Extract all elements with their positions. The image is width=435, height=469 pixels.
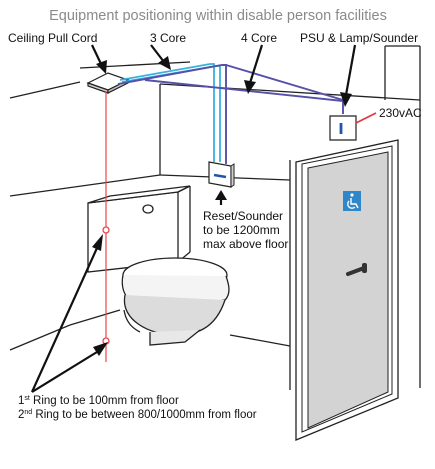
label-voltage: 230vAC xyxy=(379,106,422,120)
label-ring-1: 1st Ring to be 100mm from floor xyxy=(18,395,179,407)
four-core-cable xyxy=(117,64,344,164)
label-three-core: 3 Core xyxy=(150,31,186,45)
reset-sounder-unit xyxy=(208,161,235,188)
label-ceiling-pull-cord: Ceiling Pull Cord xyxy=(8,31,97,45)
ceiling-pull-cord-unit xyxy=(86,72,130,94)
label-reset-sounder: Reset/Sounder to be 1200mm max above flo… xyxy=(203,209,288,251)
diagram-title: Equipment positioning within disable per… xyxy=(49,8,387,24)
pointer-arrows xyxy=(30,44,357,393)
label-psu-lamp-sounder: PSU & Lamp/Sounder xyxy=(300,31,418,45)
wheelchair-icon xyxy=(343,191,361,211)
reset-sounder-line-3: max above floor xyxy=(203,237,288,251)
three-core-cable xyxy=(119,63,221,162)
door-handle xyxy=(346,263,367,276)
ring-1-suffix: st xyxy=(24,395,30,402)
door xyxy=(295,139,399,441)
ring-2-number: 2 xyxy=(18,409,24,421)
reset-sounder-line-2: to be 1200mm xyxy=(203,223,280,237)
pull-cord xyxy=(102,92,110,362)
ring-2-suffix: nd xyxy=(24,409,32,416)
ring-1-number: 1 xyxy=(18,395,24,407)
psu-lamp-sounder-unit xyxy=(329,115,357,141)
cistern xyxy=(87,185,191,273)
reset-sounder-line-1: Reset/Sounder xyxy=(203,209,283,223)
ring-2-text: Ring to be between 800/1000mm from floor xyxy=(32,409,257,421)
label-four-core: 4 Core xyxy=(241,31,277,45)
label-ring-2: 2nd Ring to be between 800/1000mm from f… xyxy=(18,409,257,421)
toilet xyxy=(121,257,230,346)
voltage-line xyxy=(355,112,377,124)
upper-ring xyxy=(102,226,110,234)
ring-1-text: Ring to be 100mm from floor xyxy=(30,395,179,407)
